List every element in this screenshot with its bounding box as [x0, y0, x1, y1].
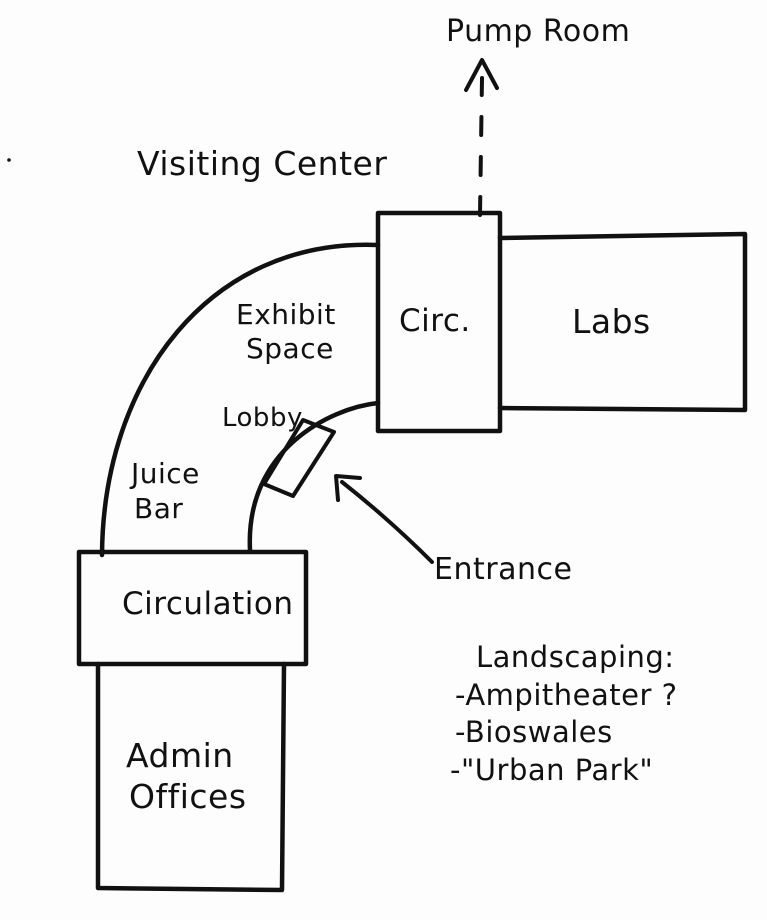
labs-block	[497, 231, 748, 413]
ink-dot	[7, 158, 11, 162]
entrance-arrow-line	[340, 480, 434, 564]
admin-offices-label-line1: Admin	[126, 736, 234, 775]
pump-room-label: Pump Room	[446, 14, 631, 49]
curved-wing-outer-wall	[99, 242, 381, 558]
admin-offices-label-line2: Offices	[129, 777, 247, 816]
circ-label: Circ.	[399, 303, 471, 339]
curved-wing-inner-wall	[247, 400, 381, 553]
diagram-title: Visiting Center	[137, 144, 388, 183]
juice-bar-label-line2: Bar	[134, 492, 184, 525]
landscaping-heading: Landscaping:	[476, 640, 675, 674]
circ-block	[375, 210, 503, 434]
circulation-block	[76, 549, 309, 667]
entrance-arrowhead	[334, 474, 362, 502]
exhibit-space-label-line1: Exhibit	[236, 298, 336, 331]
lobby-label: Lobby	[222, 403, 303, 433]
labs-label: Labs	[572, 302, 651, 341]
circulation-label: Circulation	[122, 586, 294, 622]
landscaping-item-bioswales: -Bioswales	[455, 715, 613, 749]
pump-room-dashed-line	[478, 76, 484, 217]
entrance-label: Entrance	[434, 552, 573, 587]
landscaping-item-urban-park: -"Urban Park"	[450, 753, 654, 787]
entrance-door	[262, 418, 336, 498]
landscaping-item-ampitheater: -Ampitheater ?	[455, 678, 678, 712]
pump-room-arrowhead	[464, 58, 499, 92]
exhibit-space-label-line2: Space	[246, 332, 334, 365]
admin-offices-block	[95, 661, 287, 893]
juice-bar-label-line1: Juice	[131, 457, 200, 490]
